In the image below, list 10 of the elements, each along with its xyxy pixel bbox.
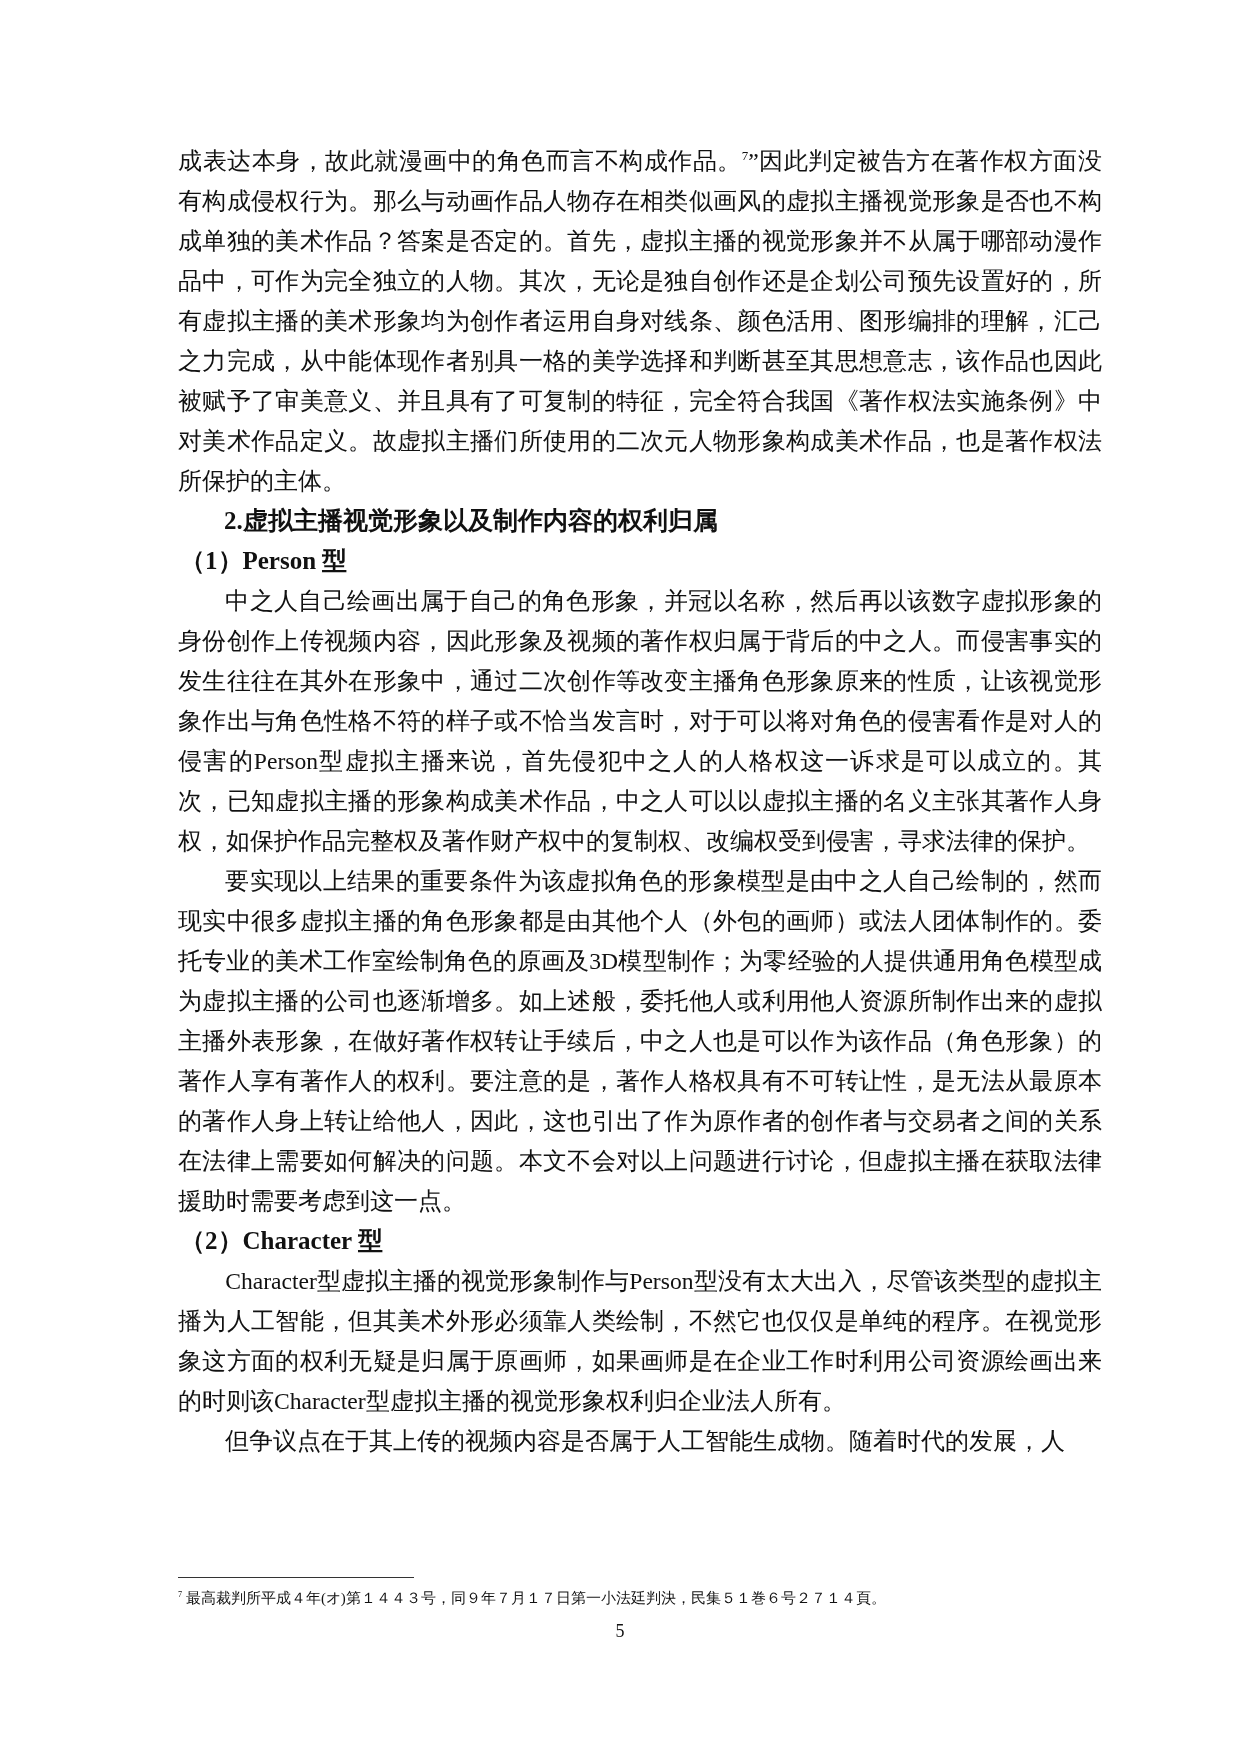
body-paragraph: 成表达本身，故此就漫画中的角色而言不构成作品。$^{7}$”因此判定被告方在著作权方面没有构成侵权行为。那么与动画作品人物存在相类似画风的虚拟主播视觉形象是否也不构成单独的美术作品？答案是否定的。首先，虚拟主播的视觉形象并不从属于哪部动漫作品中，可作为完全独立的人物。其次，无论是独自创作还是企划公司预先设置好的，所有虚拟主播的美术形象均为创作者运用自身对线条、颜色活用、图形编排的理解，汇己之力完成，从中能体现作者别具一格的美学选择和判断甚至其思想意志，该作品也因此被赋予了审美意义、并且具有了可复制的特征，完全符合我国《著作权法实施条例》中对美术作品定义。故虚拟主播们所使用的二次元人物形象构成美术作品，也是著作权法所保护的主体。 xyxy=(178,146,1102,496)
body-paragraph: Character型虚拟主播的视觉形象制作与Person型没有太大出入，尽管该类型的虚拟主播为人工智能，但其美术外形必须靠人类绘制，不然它也仅仅是单纯的程序。在视觉形象这方面的权利无疑是归属于原画师，如果画师是在企业工作时利用公司资源绘画出来的时则该Character型虚拟主播的视觉形象权利归企业法人所有。 xyxy=(178,1267,1102,1416)
subsection-heading: （2）Character 型 xyxy=(180,1226,384,1256)
body-paragraph: 要实现以上结果的重要条件为该虚拟角色的形象模型是由中之人自己绘制的，然而现实中很多虚拟主播的角色形象都是由其他个人（外包的画师）或法人团体制作的。委托专业的美术工作室绘制角色的原画及3D模型制作；为零经验的人提供通用角色模型成为虚拟主播的公司也逐渐增多。如上述般，委托他人或利用他人资源所制作出来的虚拟主播外表形象，在做好著作权转让手续后，中之人也是可以作为该作品（角色形象）的著作人享有著作人的权利。要注意的是，著作人格权具有不可转让性，是无法从最原本的著作人身上转让给他人，因此，这也引出了作为原作者的创作者与交易者之间的关系在法律上需要如何解决的问题。本文不会对以上问题进行讨论，但虚拟主播在获取法律援助时需要考虑到这一点。 xyxy=(178,867,1102,1216)
section-heading: 2.虚拟主播视觉形象以及制作内容的权利归属 xyxy=(224,506,719,536)
subsection-heading: （1）Person 型 xyxy=(180,546,349,576)
body-paragraph: 但争议点在于其上传的视频内容是否属于人工智能生成物。随着时代的发展，人 xyxy=(224,1427,1067,1456)
body-paragraph: 中之人自己绘画出属于自己的角色形象，并冠以名称，然后再以该数字虚拟形象的身份创作上传视频内容，因此形象及视频的著作权归属于背后的中之人。而侵害事实的发生往往在其外在形象中，通过二次创作等改变主播角色形象原来的性质，让该视觉形象作出与角色性格不符的样子或不恰当发言时，对于可以将对角色的侵害看作是对人的侵害的Person型虚拟主播来说，首先侵犯中之人的人格权这一诉求是可以成立的。其次，已知虚拟主播的形象构成美术作品，中之人可以以虚拟主播的名义主张其著作人身权，如保护作品完整权及著作财产权中的复制权、改编权受到侵害，寻求法律的保护。 xyxy=(178,587,1102,856)
page-number: 5 xyxy=(614,1620,626,1643)
footnote-text: $^{7}$ 最高裁判所平成４年(オ)第１４４３号，同９年７月１７日第一小法廷判決，民集５１巻６号２７１４頁。 xyxy=(178,1589,887,1608)
